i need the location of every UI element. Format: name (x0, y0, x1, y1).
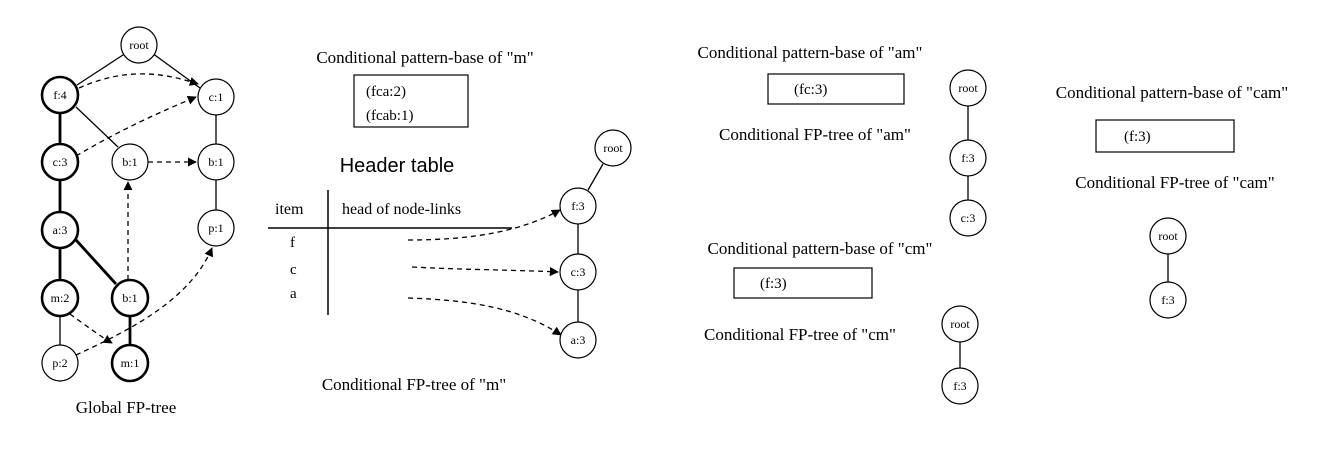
svg-text:p:2: p:2 (52, 356, 67, 370)
node-m2: m:2 (40, 278, 80, 318)
cam-node-f: f:3 (1149, 281, 1187, 319)
svg-text:c:3: c:3 (961, 211, 976, 225)
am-node-root: root (949, 69, 987, 107)
header-col-links: head of node-links (342, 201, 461, 218)
global-tree-caption: Global FP-tree (76, 398, 177, 417)
pattern-base-m-entry-0: (fca:2) (366, 84, 406, 100)
link-header-f (407, 209, 561, 241)
node-f4: f:4 (40, 75, 80, 115)
svg-text:b:1: b:1 (122, 291, 137, 305)
svg-text:f:3: f:3 (1161, 293, 1174, 307)
pattern-base-m-entry-1: (fcab:1) (366, 108, 413, 124)
am-node-c: c:3 (949, 199, 987, 237)
svg-text:root: root (603, 141, 623, 155)
pattern-base-cm-box (733, 267, 873, 299)
svg-text:f:3: f:3 (571, 199, 584, 213)
svg-text:root: root (950, 317, 970, 331)
node-p2: p:2 (41, 344, 79, 382)
node-b1-bold: b:1 (110, 278, 150, 318)
header-table: Header table item head of node-links f c… (268, 155, 562, 336)
svg-text:f:3: f:3 (953, 379, 966, 393)
cm-node-root: root (941, 305, 979, 343)
node-b1-right: b:1 (197, 143, 235, 181)
pattern-base-m-title: Conditional pattern-base of "m" (316, 48, 533, 67)
m-node-c: c:3 (559, 253, 597, 291)
svg-text:m:1: m:1 (121, 356, 140, 370)
edge-root-c1 (151, 52, 201, 89)
node-c3: c:3 (40, 142, 80, 182)
node-a3: a:3 (40, 210, 80, 250)
svg-text:c:1: c:1 (209, 90, 224, 104)
svg-text:root: root (958, 81, 978, 95)
link-p2-p1 (75, 247, 213, 356)
header-item-c: c (290, 262, 297, 278)
link-f4-c1 (78, 73, 199, 89)
node-root: root (120, 26, 158, 64)
cond-tree-am: Conditional FP-tree of "am" root f:3 c:3 (719, 69, 987, 237)
edge-a-b (74, 239, 118, 285)
pattern-base-am: Conditional pattern-base of "am" (fc:3) (698, 43, 923, 105)
am-node-f: f:3 (949, 139, 987, 177)
link-m2-m1 (69, 313, 113, 344)
header-col-item: item (275, 201, 304, 218)
pattern-base-m: Conditional pattern-base of "m" (fca:2) … (316, 48, 534, 128)
cond-tree-cm-caption: Conditional FP-tree of "cm" (704, 325, 896, 344)
header-table-title: Header table (340, 155, 455, 177)
pattern-base-cam-entry-0: (f:3) (1124, 129, 1151, 145)
svg-text:f:3: f:3 (961, 151, 974, 165)
cond-tree-cam: Conditional FP-tree of "cam" root f:3 (1075, 173, 1275, 319)
svg-text:m:2: m:2 (51, 291, 70, 305)
edge-m-root-f (587, 163, 604, 191)
link-header-c (411, 266, 559, 277)
header-item-f: f (290, 235, 295, 251)
cond-tree-m: root f:3 c:3 a:3 Conditional FP-tree of … (322, 129, 632, 394)
pattern-base-cam-title: Conditional pattern-base of "cam" (1056, 83, 1288, 102)
edge-f-b (75, 106, 119, 148)
pattern-base-cm-title: Conditional pattern-base of "cm" (708, 239, 933, 258)
node-b1-left: b:1 (111, 143, 149, 181)
pattern-base-m-box (353, 74, 469, 128)
m-node-a: a:3 (559, 321, 597, 359)
header-item-a: a (290, 286, 297, 302)
svg-text:f:4: f:4 (53, 88, 66, 102)
m-node-root: root (594, 129, 632, 167)
global-fp-tree: root f:4 c:3 a:3 m:2 p:2 b:1 b:1 (40, 26, 235, 417)
m-node-f: f:3 (559, 187, 597, 225)
pattern-base-am-title: Conditional pattern-base of "am" (698, 43, 923, 62)
pattern-base-cm-entry-0: (f:3) (760, 276, 787, 292)
cond-tree-m-caption: Conditional FP-tree of "m" (322, 375, 506, 394)
link-c3-c1 (75, 95, 197, 157)
svg-text:a:3: a:3 (53, 223, 68, 237)
node-m1: m:1 (110, 343, 150, 383)
edge-root-f (76, 52, 127, 86)
cond-tree-am-caption: Conditional FP-tree of "am" (719, 125, 911, 144)
node-p1: p:1 (197, 209, 235, 247)
svg-text:root: root (129, 38, 149, 52)
svg-text:b:1: b:1 (122, 155, 137, 169)
pattern-base-cam-box (1095, 119, 1235, 153)
pattern-base-cm: Conditional pattern-base of "cm" (f:3) (708, 239, 933, 299)
svg-text:c:3: c:3 (53, 155, 68, 169)
svg-text:root: root (1158, 229, 1178, 243)
pattern-base-cam: Conditional pattern-base of "cam" (f:3) (1056, 83, 1288, 153)
pattern-base-am-box (767, 73, 905, 105)
pattern-base-am-entry-0: (fc:3) (794, 82, 827, 98)
cam-node-root: root (1149, 217, 1187, 255)
svg-text:b:1: b:1 (208, 155, 223, 169)
svg-text:a:3: a:3 (571, 333, 586, 347)
svg-text:p:1: p:1 (208, 221, 223, 235)
link-header-a (407, 297, 562, 336)
cond-tree-cam-caption: Conditional FP-tree of "cam" (1075, 173, 1274, 192)
cond-tree-cm: Conditional FP-tree of "cm" root f:3 (704, 305, 979, 405)
node-c1: c:1 (197, 78, 235, 116)
svg-text:c:3: c:3 (571, 265, 586, 279)
cm-node-f: f:3 (941, 367, 979, 405)
